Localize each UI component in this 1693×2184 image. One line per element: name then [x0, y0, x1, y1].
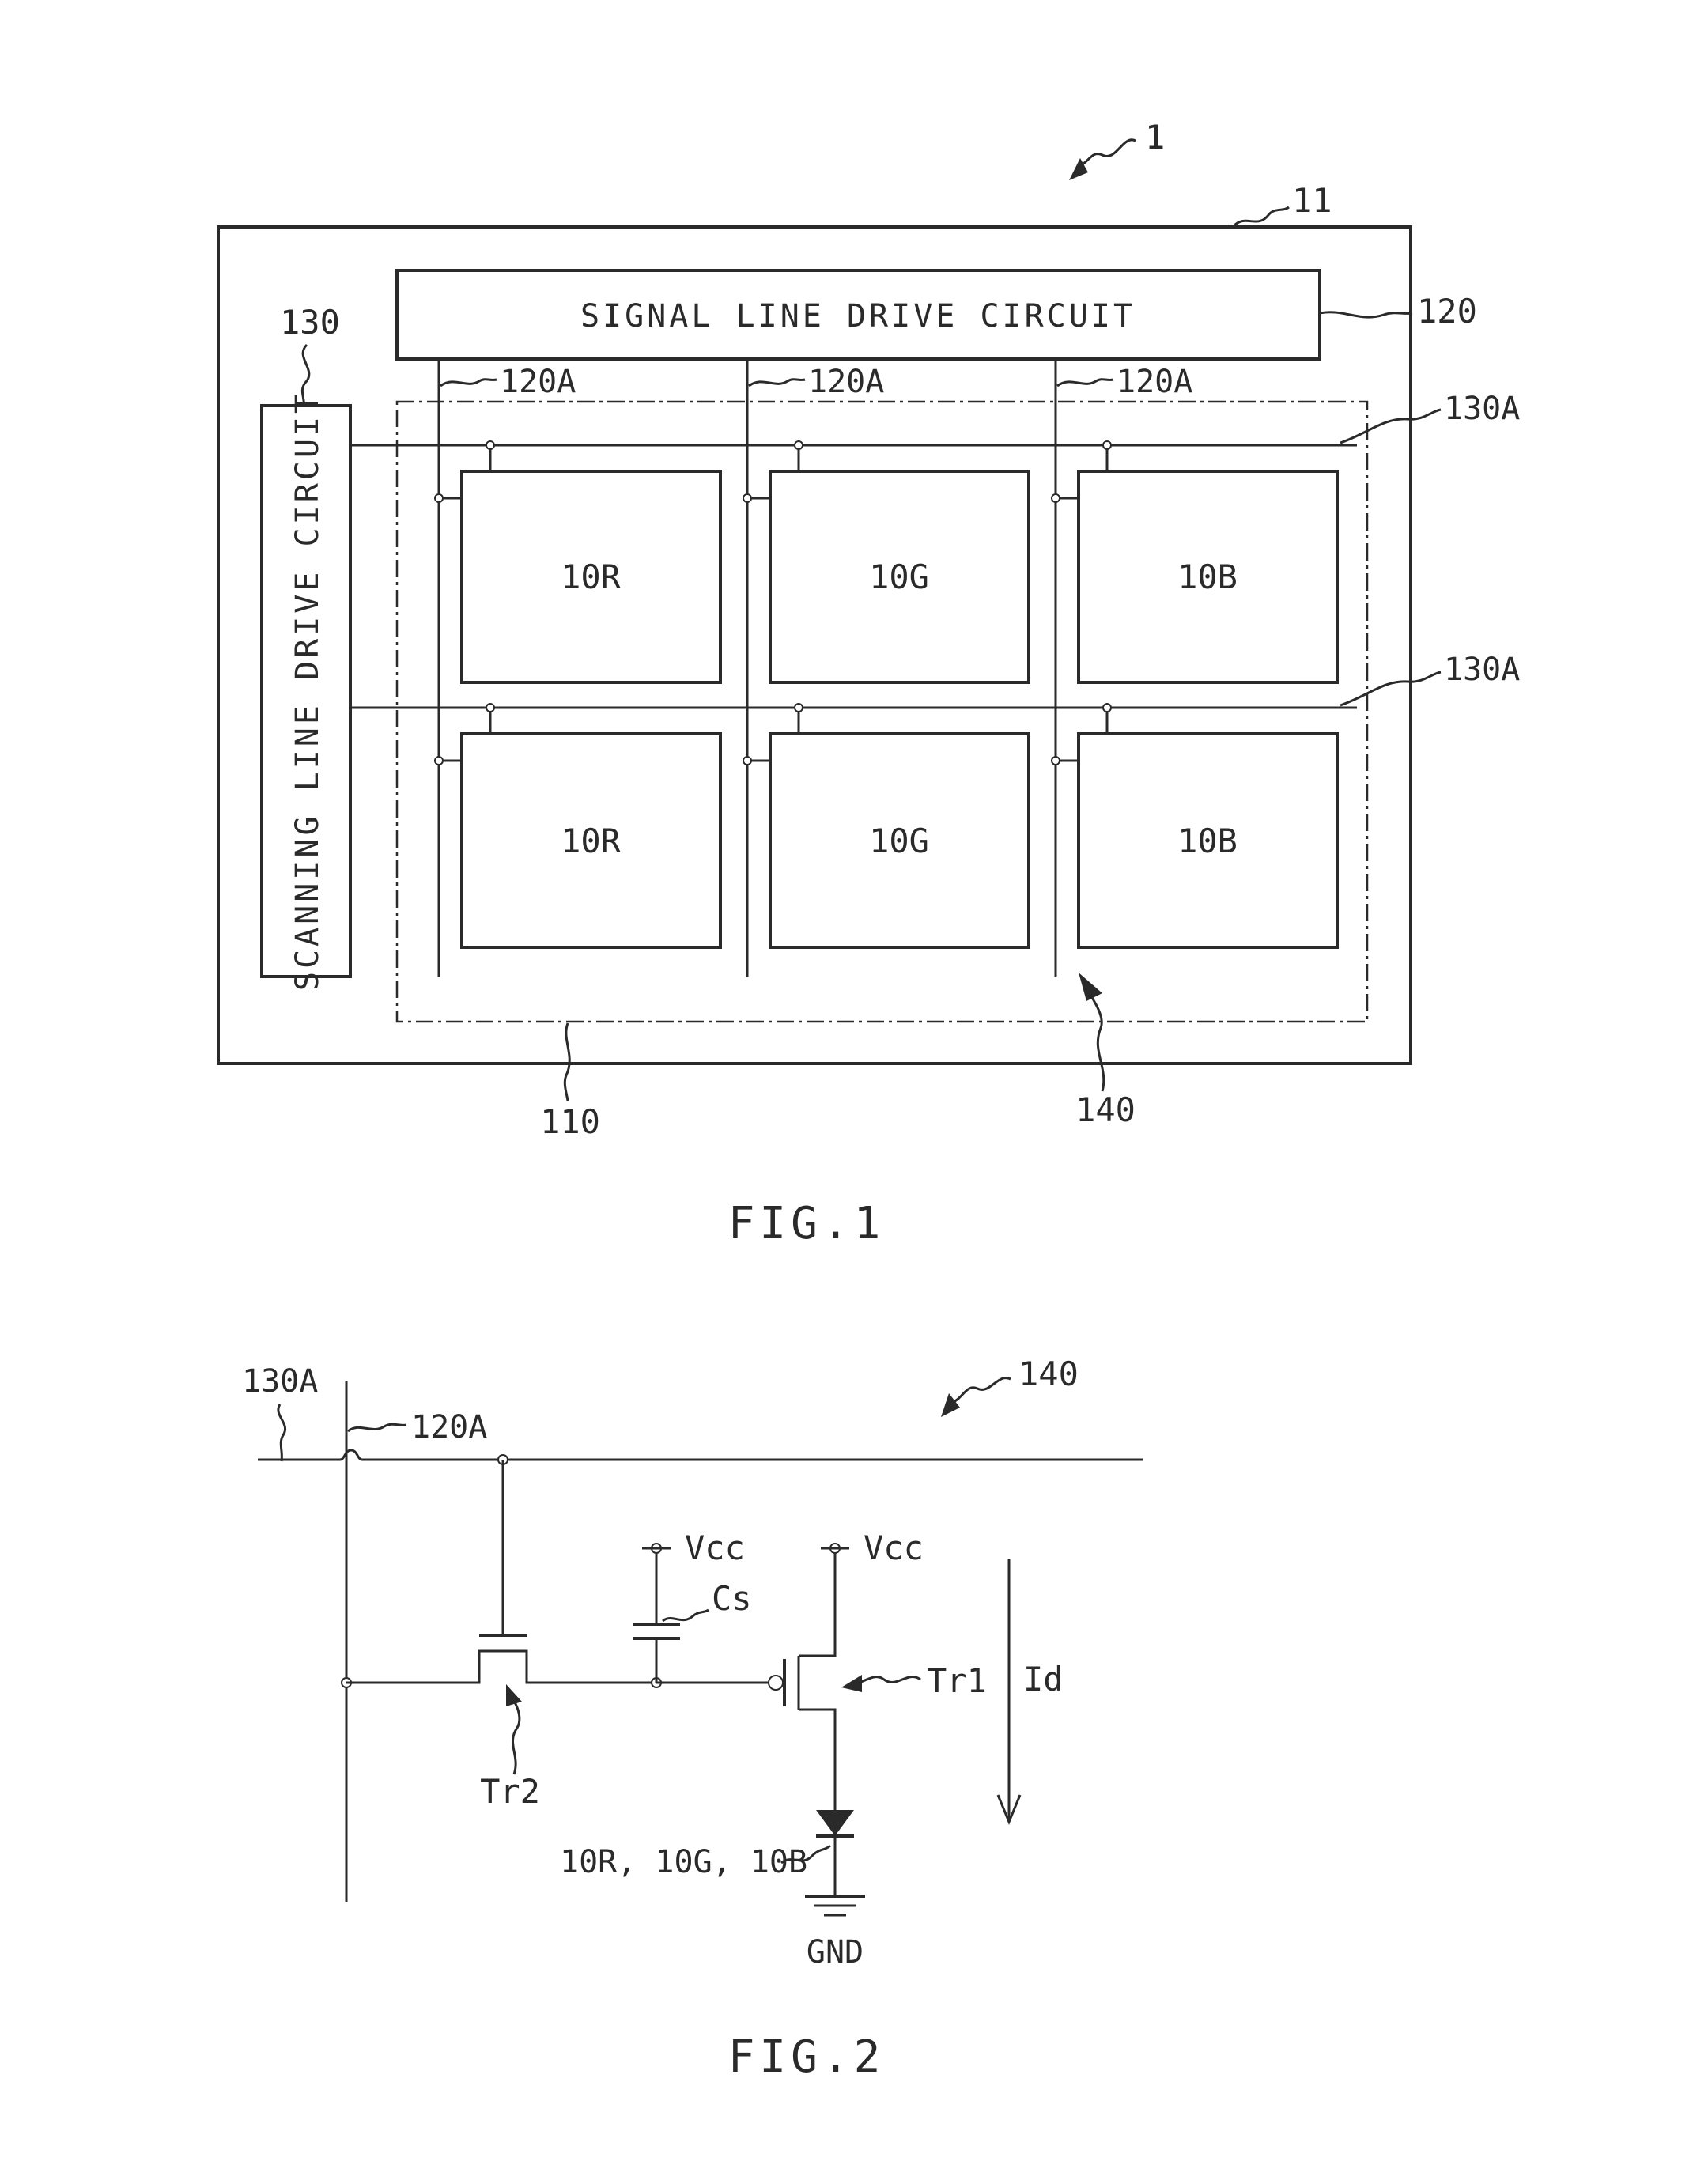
fig2-tr2-label: Tr2	[480, 1772, 540, 1811]
fig1-ref-substrate-leader	[1234, 207, 1289, 226]
pixel-label-r1-green: 10G	[869, 557, 929, 596]
fig2-tr2-channel	[346, 1651, 656, 1683]
fig1-ref-scan-line-label-1: 130A	[1444, 391, 1520, 427]
fig2-tr1-leader	[859, 1677, 920, 1683]
pixel-label-r2-green: 10G	[869, 822, 929, 860]
fig2-tr2-arrowhead	[506, 1684, 522, 1706]
fig2-ref-pixel-circuit-leader	[952, 1378, 1011, 1403]
fig2-ground-label: GND	[807, 1934, 864, 1971]
fig2-vcc1-label: Vcc	[685, 1528, 745, 1567]
fig1: 1 11 SIGNAL LINE DRIVE CIRCUIT 120 SCANN…	[218, 118, 1520, 1249]
fig2-vcc2-label: Vcc	[864, 1528, 924, 1567]
fig2-current-label: Id	[1023, 1660, 1064, 1698]
fig1-ref-signal-line-leader-3	[1057, 380, 1113, 386]
pixel-label-r1-blue: 10B	[1177, 557, 1238, 596]
fig2-ref-signal-line-leader	[348, 1424, 406, 1431]
display-area-outline	[397, 402, 1367, 1022]
fig1-ref-signal-block-label: 120	[1417, 292, 1477, 331]
fig2: 130A 120A 140 Tr2 Vcc Cs	[242, 1355, 1143, 2083]
fig2-ref-scan-line-label: 130A	[242, 1363, 318, 1400]
fig1-ref-signal-line-leader-1	[440, 380, 497, 386]
fig2-ref-pixel-circuit-arrowhead	[941, 1393, 960, 1417]
fig1-ref-pixel-circuit-arrowhead	[1079, 973, 1102, 1001]
fig2-tr2-leader	[512, 1698, 520, 1774]
fig1-ref-scan-line-label-2: 130A	[1444, 652, 1520, 688]
scanning-line-drive-circuit-label: SCANNING LINE DRIVE CIRCUIT	[289, 391, 326, 991]
pixel-label-r2-blue: 10B	[1177, 822, 1238, 860]
fig2-ref-signal-line-label: 120A	[411, 1409, 487, 1445]
pixel-label-r1-red: 10R	[561, 557, 622, 596]
fig2-scan-line	[258, 1450, 1143, 1460]
fig1-ref-signal-line-label-2: 120A	[808, 364, 884, 400]
fig1-ref-display-area-label: 110	[540, 1102, 600, 1141]
fig2-tr1-label: Tr1	[927, 1661, 987, 1700]
fig1-ref-signal-line-leader-2	[749, 380, 805, 386]
fig2-cs-label: Cs	[712, 1579, 752, 1618]
fig1-ref-device-label: 1	[1145, 118, 1165, 157]
fig1-ref-signal-block-leader	[1320, 312, 1412, 317]
fig1-ref-substrate-label: 11	[1292, 181, 1332, 220]
fig1-ref-scan-block-label: 130	[280, 303, 340, 342]
fig2-ref-pixel-circuit-label: 140	[1018, 1355, 1079, 1393]
fig2-led-symbol	[818, 1811, 852, 1834]
fig2-tr1-arrowhead	[841, 1675, 862, 1692]
fig2-tr1-source-drain	[799, 1548, 835, 1811]
fig1-ref-pixel-circuit-label: 140	[1075, 1090, 1136, 1129]
fig2-ref-scan-line-leader	[278, 1404, 285, 1461]
fig2-cs-leader	[663, 1610, 709, 1621]
fig1-ref-scan-line-leader-1	[1340, 410, 1441, 443]
fig1-ref-signal-line-label-3: 120A	[1117, 364, 1192, 400]
fig1-ref-scan-line-leader-2	[1340, 672, 1441, 705]
fig2-caption: FIG.2	[728, 2031, 886, 2083]
fig1-ref-signal-line-label-1: 120A	[500, 364, 576, 400]
fig2-tr1-gate-bubble	[769, 1676, 783, 1690]
fig2-led-label: 10R, 10G, 10B	[560, 1844, 807, 1880]
fig1-caption: FIG.1	[728, 1198, 886, 1249]
fig1-ref-pixel-circuit-leader	[1091, 996, 1104, 1091]
pixel-label-r2-red: 10R	[561, 822, 622, 860]
signal-line-drive-circuit-label: SIGNAL LINE DRIVE CIRCUIT	[580, 298, 1136, 334]
fig1-ref-device-leader	[1077, 140, 1136, 168]
